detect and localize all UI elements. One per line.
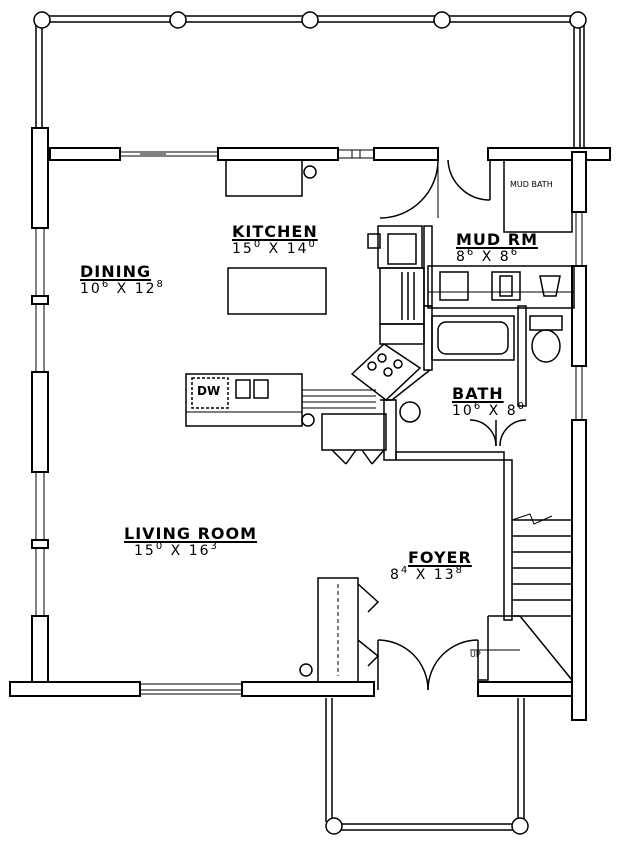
- top-deck: [33, 11, 587, 152]
- bath-name: BATH: [452, 384, 504, 403]
- mud-bath-label: MUD BATH: [510, 180, 553, 189]
- stair-up-label: UP: [470, 650, 481, 659]
- foyer-label: FOYER 84 X 138: [390, 548, 472, 583]
- exterior-walls: [9, 127, 611, 721]
- kitchen-label: KITCHEN 150 X 140: [232, 222, 318, 257]
- foyer-fixtures: [299, 577, 479, 691]
- mud-room-name: MUD RM: [456, 230, 539, 249]
- dining-name: DINING: [80, 262, 152, 281]
- mud-room-dimensions: 86 X 86: [456, 247, 520, 265]
- kitchen-dimensions: 150 X 140: [232, 239, 317, 257]
- mud-bath-fixtures: [380, 159, 575, 461]
- living-room-dimensions: 150 X 163: [134, 541, 219, 559]
- foyer-name: FOYER: [408, 548, 472, 567]
- stairs: [470, 459, 573, 681]
- bath-label: BATH 106 X 80: [452, 384, 526, 419]
- kitchen-name: KITCHEN: [232, 222, 318, 241]
- living-room-name: LIVING ROOM: [124, 524, 258, 543]
- front-porch: [325, 698, 529, 835]
- dishwasher-label: DW: [197, 384, 221, 398]
- living-room-label: LIVING ROOM 150 X 163: [124, 524, 257, 559]
- dining-dimensions: 106 X 128: [80, 279, 165, 297]
- foyer-dimensions: 84 X 138: [390, 565, 464, 583]
- mud-room-label: MUD RM 86 X 86: [456, 230, 538, 265]
- bath-dimensions: 106 X 80: [452, 401, 526, 419]
- kitchen-fixtures: [185, 159, 491, 465]
- dining-label: DINING 106 X 128: [80, 262, 165, 297]
